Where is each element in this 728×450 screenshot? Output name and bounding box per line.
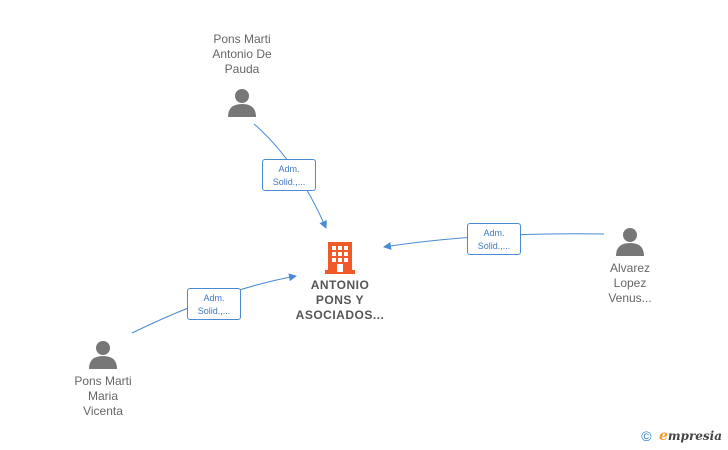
role-badge-line: Solid.,... [477, 241, 511, 251]
person-name-line: Vicenta [83, 404, 123, 418]
role-badge-line: Adm. [278, 164, 300, 174]
person-node-p1[interactable]: Pons Marti Antonio De Pauda [172, 32, 312, 117]
role-badge-p2[interactable]: Adm. Solid.,... [467, 223, 521, 255]
role-badge-line: Solid.,... [197, 306, 231, 316]
company-name-line: ANTONIO [310, 278, 370, 292]
role-badge-p1[interactable]: Adm. Solid.,... [262, 159, 316, 191]
company-name-line: ASOCIADOS... [295, 308, 385, 322]
person-name-line: Alvarez [609, 261, 650, 275]
copyright-icon: © [641, 428, 652, 444]
person-name: Pons Marti Maria Vicenta [33, 374, 173, 419]
person-name-line: Maria [87, 389, 118, 403]
person-icon [228, 89, 256, 117]
person-name-line: Antonio De [212, 47, 272, 61]
company-node[interactable]: ANTONIO PONS Y ASOCIADOS... [280, 240, 400, 323]
person-node-p3[interactable]: Pons Marti Maria Vicenta [33, 339, 173, 419]
person-name-line: Pauda [224, 62, 260, 76]
role-badge-line: Adm. [203, 293, 225, 303]
person-name-line: Lopez [613, 276, 647, 290]
footer-brand[interactable]: © empresia [641, 428, 722, 444]
person-icon [616, 228, 644, 256]
role-badge-p3[interactable]: Adm. Solid.,... [187, 288, 241, 320]
company-name-line: PONS Y [315, 293, 365, 307]
person-name-line: Pons Marti [74, 374, 132, 388]
brand-initial: e [658, 428, 668, 444]
brand-rest: mpresia [667, 429, 722, 443]
role-badge-line: Solid.,... [272, 177, 306, 187]
person-name-line: Pons Marti [213, 32, 271, 46]
company-name: ANTONIO PONS Y ASOCIADOS... [280, 278, 400, 323]
brand-logo: empresia [658, 428, 722, 444]
person-icon [89, 341, 117, 369]
role-badge-line: Adm. [483, 228, 505, 238]
person-name-line: Venus... [608, 291, 652, 305]
person-name: Alvarez Lopez Venus... [560, 261, 700, 306]
building-icon [325, 242, 355, 274]
person-node-p2[interactable]: Alvarez Lopez Venus... [560, 226, 700, 306]
person-name: Pons Marti Antonio De Pauda [172, 32, 312, 77]
